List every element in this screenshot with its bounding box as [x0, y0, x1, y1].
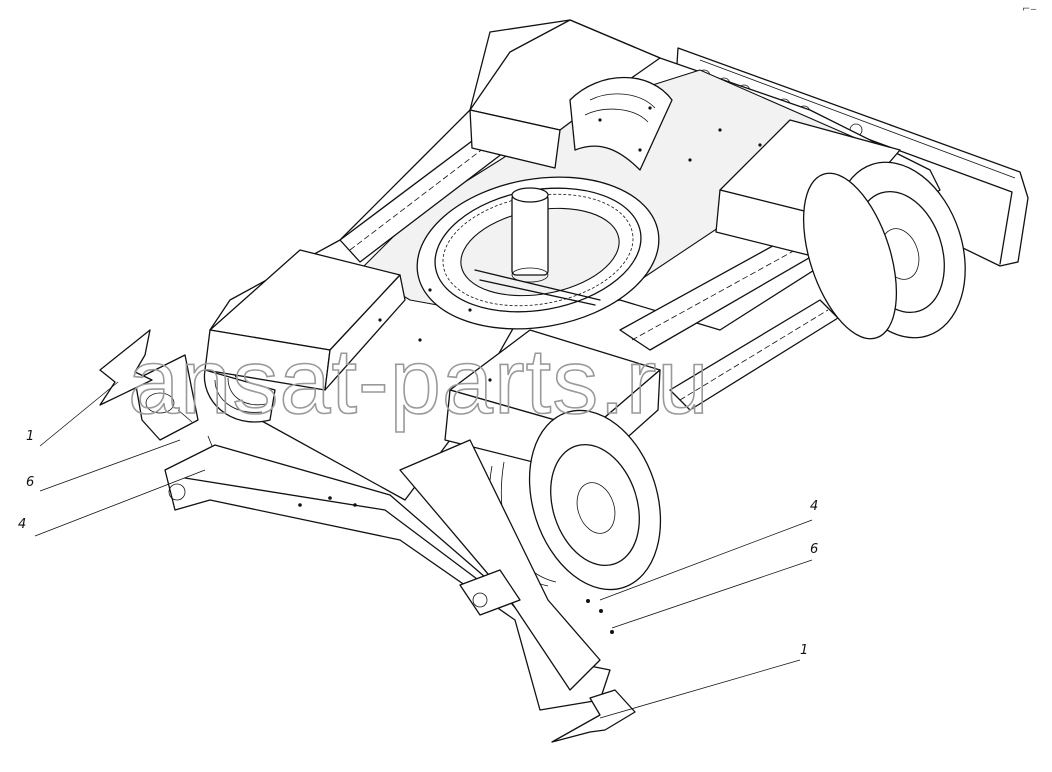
callout-4-left: 4	[18, 517, 26, 532]
watermark: ansat-parts.ru	[128, 331, 710, 433]
wheel-rear-left	[569, 76, 673, 171]
callout-1-right: 1	[800, 643, 808, 658]
callout-6-right: 6	[810, 542, 818, 557]
callout-1-left: 1	[26, 429, 34, 444]
drawbar	[164, 439, 611, 711]
mud-flap-right	[551, 689, 636, 743]
callout-4-right: 4	[810, 499, 818, 514]
center-pin	[474, 187, 601, 306]
fender-front-left	[204, 249, 406, 391]
fender-rear-left	[469, 19, 661, 169]
bolt-set	[586, 599, 614, 634]
corner-mark: ⌐‒	[1022, 4, 1037, 15]
wheel-front-right	[477, 409, 662, 591]
wheel-front-left	[203, 369, 276, 423]
bracket-left	[134, 354, 213, 447]
side-rails	[339, 119, 841, 411]
bolt-holes	[298, 106, 762, 507]
wheel-rear-right	[802, 161, 966, 340]
callout-6-left: 6	[26, 475, 34, 490]
leader-lines	[34, 381, 813, 719]
